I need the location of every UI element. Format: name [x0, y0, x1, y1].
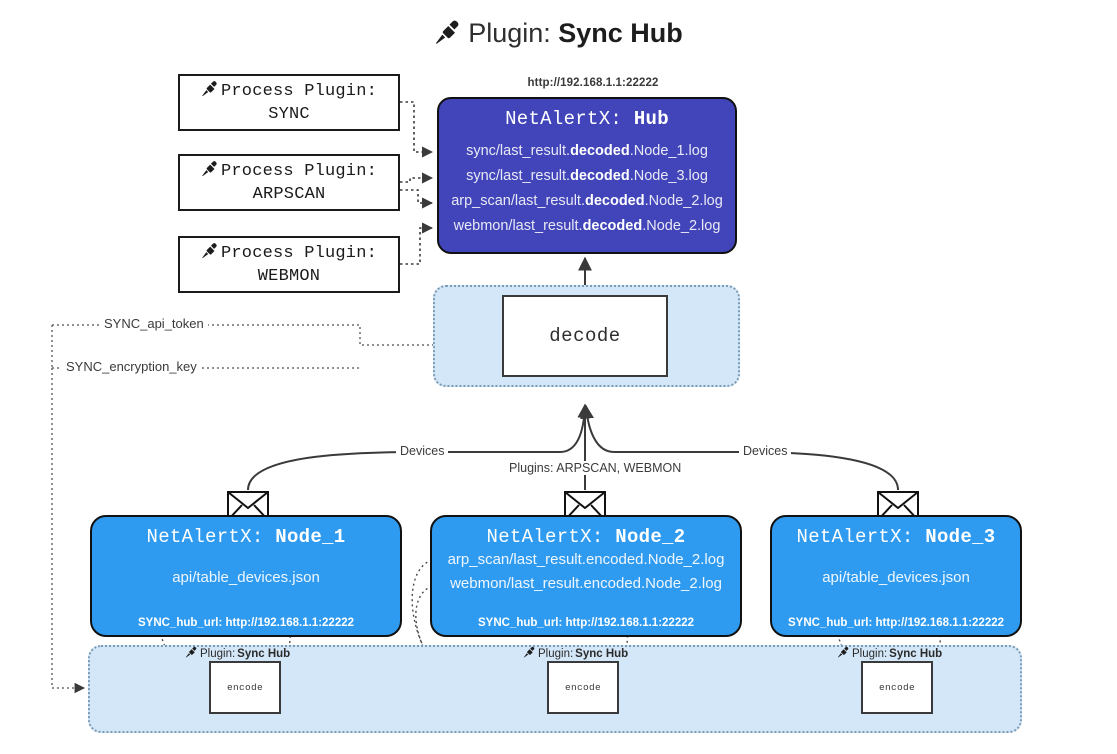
process-plugin-sync[interactable]: Process Plugin: SYNC	[178, 74, 400, 131]
node-line: webmon/last_result.encoded.Node_2.log	[450, 575, 722, 592]
node-title: NetAlertX: Node_1	[146, 526, 346, 548]
edge-label-plugins-center: Plugins: ARPSCAN, WEBMON	[505, 461, 686, 475]
process-plugin-label: Process Plugin:	[220, 243, 378, 263]
encode-box-node-3[interactable]: encode	[861, 661, 933, 714]
process-plugin-label: Process Plugin:	[220, 161, 378, 181]
process-plugin-name: WEBMON	[257, 266, 321, 286]
plug-icon	[434, 19, 462, 52]
plug-icon	[201, 80, 219, 105]
page-title: Plugin: Sync Hub	[0, 18, 1117, 52]
process-plugin-name: SYNC	[268, 104, 310, 124]
encoder-caption: Plugin:Sync Hub	[185, 646, 290, 661]
hub-log-line: webmon/last_result.decoded.Node_2.log	[453, 218, 721, 235]
sync-encryption-key-label: SYNC_encryption_key	[62, 359, 201, 374]
hub-log-line: sync/last_result.decoded.Node_1.log	[466, 143, 708, 159]
encoder-caption: Plugin:Sync Hub	[523, 646, 628, 661]
process-plugin-name: ARPSCAN	[252, 184, 326, 204]
node-title: NetAlertX: Node_3	[796, 526, 996, 548]
page-title-prefix: Plugin:	[468, 18, 551, 48]
node-1[interactable]: NetAlertX: Node_1 api/table_devices.json…	[90, 515, 402, 637]
edge-label-devices-right: Devices	[739, 444, 792, 458]
hub-log-line: arp_scan/last_result.decoded.Node_2.log	[451, 193, 723, 210]
node-2[interactable]: NetAlertX: Node_2 arp_scan/last_result.e…	[430, 515, 742, 637]
hub-title: NetAlertX: Hub	[505, 108, 669, 130]
node-title: NetAlertX: Node_2	[486, 526, 686, 548]
process-plugin-webmon[interactable]: Process Plugin: WEBMON	[178, 236, 400, 293]
node-line: api/table_devices.json	[172, 569, 320, 586]
hub-url-label: http://192.168.1.1:22222	[527, 77, 659, 89]
node-footer: SYNC_hub_url: http://192.168.1.1:22222	[787, 617, 1005, 629]
plug-icon	[523, 646, 536, 661]
hub-node[interactable]: NetAlertX: Hub sync/last_result.decoded.…	[437, 97, 737, 254]
decode-box[interactable]: decode	[502, 295, 668, 377]
page-title-name: Sync Hub	[558, 18, 683, 48]
node-line: arp_scan/last_result.encoded.Node_2.log	[447, 551, 725, 568]
hub-log-line: sync/last_result.decoded.Node_3.log	[466, 168, 708, 185]
encoder-caption: Plugin:Sync Hub	[837, 646, 942, 661]
plug-icon	[837, 646, 850, 661]
process-plugin-arpscan[interactable]: Process Plugin: ARPSCAN	[178, 154, 400, 211]
hub-title-prefix: NetAlertX:	[505, 108, 623, 130]
encode-box-node-2[interactable]: encode	[547, 661, 619, 714]
plug-icon	[201, 160, 219, 185]
node-footer: SYNC_hub_url: http://192.168.1.1:22222	[137, 617, 355, 629]
sync-api-token-label: SYNC_api_token	[100, 316, 208, 331]
plug-icon	[201, 242, 219, 267]
encode-box-node-1[interactable]: encode	[209, 661, 281, 714]
process-plugin-label: Process Plugin:	[220, 81, 378, 101]
node-line: api/table_devices.json	[822, 569, 970, 586]
plug-icon	[185, 646, 198, 661]
node-3[interactable]: NetAlertX: Node_3 api/table_devices.json…	[770, 515, 1022, 637]
node-footer: SYNC_hub_url: http://192.168.1.1:22222	[477, 617, 695, 629]
hub-title-name: Hub	[633, 108, 669, 130]
edge-label-devices-left: Devices	[396, 444, 449, 458]
